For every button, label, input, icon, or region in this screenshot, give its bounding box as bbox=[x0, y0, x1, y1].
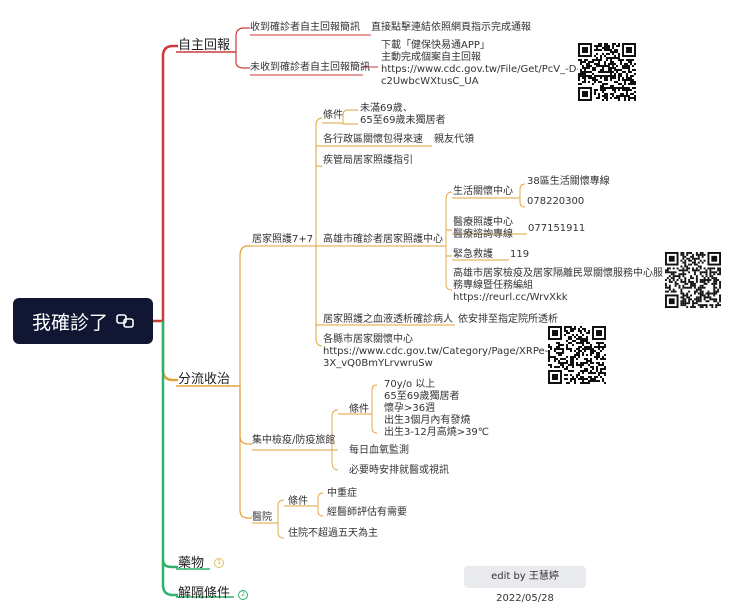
root-title: 我確診了 bbox=[31, 311, 108, 334]
condition-severe: 中重症 bbox=[327, 488, 357, 499]
node-dialysis-arrange[interactable]: 依安排至指定院所透析 bbox=[458, 314, 558, 325]
node-arrange-medical[interactable]: 必要時安排就醫或視訊 bbox=[349, 465, 449, 476]
node-not-received-sms[interactable]: 未收到確診者自主回報簡訊 bbox=[250, 62, 370, 73]
node-relatives-pickup[interactable]: 親友代領 bbox=[434, 134, 474, 145]
link-reurl[interactable]: https://reurl.cc/WrvXkk bbox=[453, 292, 568, 303]
node-life-care-phone[interactable]: 078220300 bbox=[527, 196, 585, 207]
node-emergency-phone[interactable]: 119 bbox=[510, 249, 530, 260]
node-oxygen-monitor[interactable]: 每日血氧監測 bbox=[349, 445, 409, 456]
node-medical-hotline[interactable]: 醫療諮詢專線 bbox=[453, 229, 513, 240]
link-icon[interactable] bbox=[116, 314, 134, 328]
isolation-count-badge[interactable]: 2 bbox=[238, 590, 248, 600]
node-38-district-line: 38區生活關懷專線 bbox=[527, 176, 610, 187]
node-dialysis[interactable]: 居家照護之血液透析確診病人 bbox=[323, 314, 453, 325]
node-quarantine-hotel[interactable]: 集中檢疫/防疫旅館 bbox=[252, 435, 336, 446]
step-self-report: 主動完成個案自主回報 bbox=[381, 52, 481, 63]
link-cdc-file-cont[interactable]: c2UwbcWXtusC_UA bbox=[381, 76, 479, 87]
node-home-care-conditions[interactable]: 條件 bbox=[323, 110, 343, 121]
condition-infant-fever: 出生3個月內有發燒 bbox=[384, 415, 471, 426]
node-received-sms[interactable]: 收到確診者自主回報簡訊 bbox=[250, 22, 360, 33]
link-cdc-file[interactable]: https://www.cdc.gov.tw/File/Get/PcV_-D- bbox=[381, 64, 580, 75]
node-medicine[interactable]: 藥物 bbox=[178, 556, 205, 571]
medicine-count-badge[interactable]: 1 bbox=[214, 558, 224, 568]
author-credit: edit by 王慧婷 2022/05/28 bbox=[464, 566, 586, 604]
node-click-link[interactable]: 直接點擊連結依照網頁指示完成通報 bbox=[371, 22, 531, 33]
qr-code-image[interactable] bbox=[578, 43, 636, 101]
condition-70-plus: 70y/o 以上 bbox=[384, 379, 436, 390]
node-service-center-cont: 務專線暨任務編組 bbox=[453, 280, 533, 291]
root-node[interactable]: 我確診了 bbox=[13, 298, 153, 344]
node-medical-center[interactable]: 醫療照護中心 bbox=[453, 217, 513, 228]
node-hospital-conditions[interactable]: 條件 bbox=[288, 496, 308, 507]
node-self-report[interactable]: 自主回報 bbox=[178, 38, 231, 53]
condition-65-69-alone: 65至69歲獨居者 bbox=[384, 391, 460, 402]
link-county-center[interactable]: https://www.cdc.gov.tw/Category/Page/XRP… bbox=[323, 346, 549, 357]
qr-code-image[interactable] bbox=[665, 252, 721, 308]
node-kaohsiung-center[interactable]: 高雄市確診者居家照護中心 bbox=[323, 234, 443, 245]
step-download-app: 下載「健保快易通APP」 bbox=[381, 40, 490, 51]
condition-infant-high-fever: 出生3-12月高燒>39℃ bbox=[384, 427, 490, 438]
node-triage[interactable]: 分流收治 bbox=[178, 372, 231, 387]
link-county-center-cont[interactable]: 3X_vQ0BmYLrvwruSw bbox=[323, 358, 433, 369]
node-county-center[interactable]: 各縣市居家關懷中心 bbox=[323, 334, 413, 345]
node-service-center[interactable]: 高雄市居家檢疫及居家隔離民眾關懷服務中心服 bbox=[453, 268, 663, 279]
condition-65-69-not-alone: 65至69歲未獨居者 bbox=[360, 115, 446, 126]
node-home-care[interactable]: 居家照護7+7 bbox=[252, 234, 314, 245]
node-hospital[interactable]: 醫院 bbox=[252, 512, 272, 523]
qr-code-image[interactable] bbox=[548, 326, 606, 384]
condition-doctor-assessed: 經醫師評估有需要 bbox=[327, 507, 407, 518]
node-emergency[interactable]: 緊急救護 bbox=[453, 249, 493, 260]
node-care-package[interactable]: 各行政區關懷包得來速 bbox=[323, 134, 423, 145]
node-medical-phone[interactable]: 077151911 bbox=[528, 223, 586, 234]
condition-pregnant: 懷孕>36週 bbox=[384, 403, 436, 414]
node-hospital-stay[interactable]: 住院不超過五天為主 bbox=[288, 528, 378, 539]
node-cdc-guide[interactable]: 疾管局居家照護指引 bbox=[323, 155, 413, 166]
condition-under-69: 未滿69歲、 bbox=[360, 103, 413, 114]
node-life-care[interactable]: 生活關懷中心 bbox=[453, 186, 513, 197]
node-quarantine-conditions[interactable]: 條件 bbox=[349, 404, 369, 415]
node-isolation[interactable]: 解隔條件 bbox=[178, 586, 231, 601]
